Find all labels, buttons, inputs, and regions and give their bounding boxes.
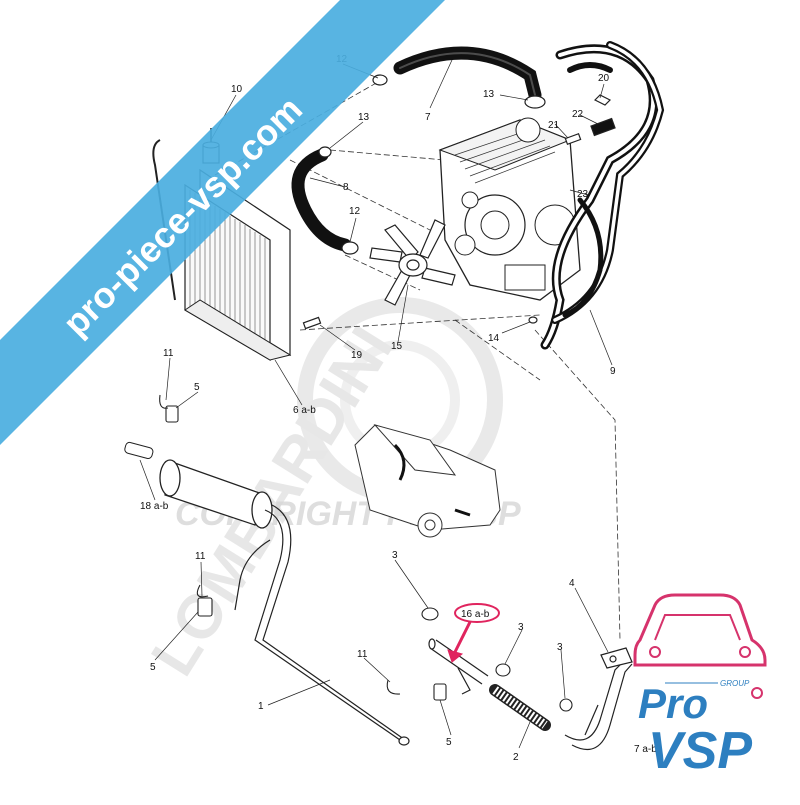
highlight-arrow-head [447,649,464,663]
pipe-16ab-part [428,638,489,695]
callout-21: 21 [548,120,560,131]
callout-19: 19 [351,350,363,361]
callout-3-left: 3 [392,550,398,561]
callout-7ab: 7 a-b [634,744,657,755]
callout-3-right: 3 [557,642,563,653]
callout-11-lower: 11 [357,649,368,660]
callout-4: 4 [569,578,575,589]
exhaust-clamps [421,607,573,712]
highlight-arrow-shaft [453,621,472,653]
callout-20: 20 [598,73,610,84]
callout-2: 2 [513,752,519,763]
callout-8: 8 [343,182,349,193]
callout-22: 22 [572,109,584,120]
callout-1: 1 [258,701,264,712]
muffler-part [124,441,273,529]
callout-6ab: 6 a-b [293,405,316,416]
callout-18ab: 18 a-b [140,501,169,512]
callout-5-lower: 5 [446,737,452,748]
callout-15: 15 [391,341,403,352]
callout-13-upper: 13 [483,89,495,100]
highlight-label: 16 a-b [461,609,490,620]
coolant-hoses [291,41,665,350]
callout-11-upper: 11 [163,348,174,359]
callout-23: 23 [577,189,589,200]
logo-group: GROUP [720,679,750,688]
callout-13-left: 13 [358,112,370,123]
callout-7: 7 [425,112,431,123]
vehicle-illustration [354,424,501,538]
callout-5-middle: 5 [150,662,156,673]
highlight-16ab: 16 a-b [447,603,500,663]
fan-part [369,219,456,306]
exhaust-mounts [159,394,447,701]
callout-3-middle: 3 [518,622,524,633]
exhaust-pipe-part [234,504,410,746]
highlight-oval [454,603,500,623]
callout-14: 14 [488,333,500,344]
logo-dot-icon [751,687,763,699]
callout-9: 9 [610,366,616,377]
callout-10: 10 [231,84,243,95]
front-pipe-part [564,647,633,750]
logo-car-outline [633,593,767,667]
engine-part [438,117,581,301]
callout-11-middle: 11 [195,551,206,562]
logo-vsp: VSP [648,722,752,780]
flex-pipe-part [489,684,551,731]
hose-clamps [302,74,616,330]
provsp-logo: GROUP Pro VSP [633,593,767,780]
callout-5-upper: 5 [194,382,200,393]
logo-pro: Pro [638,680,708,727]
callout-12-lower: 12 [349,206,361,217]
